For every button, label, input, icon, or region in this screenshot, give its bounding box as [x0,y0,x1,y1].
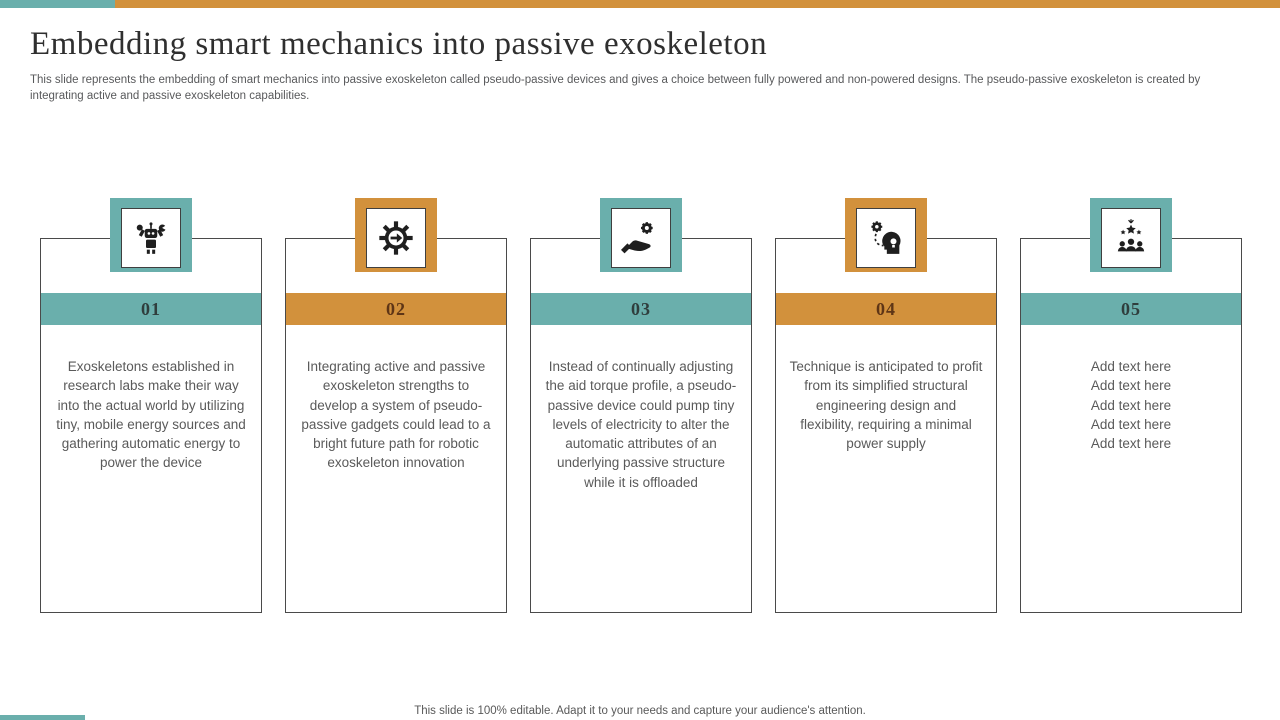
column-05-card: 05 Add text here Add text here Add text … [1020,238,1242,613]
column-03-number-band: 03 [531,293,751,325]
column-03-icon-box [611,208,671,268]
column-02: 02 Integrating active and passive exoske… [285,198,507,613]
gear-arrow-icon [379,221,413,255]
column-04-number-band: 04 [776,293,996,325]
column-02-icon-box [366,208,426,268]
column-04: 04 Technique is anticipated to profit fr… [775,198,997,613]
top-accent-teal-segment [0,0,115,8]
column-02-text: Integrating active and passive exoskelet… [301,359,491,471]
column-05: 05 Add text here Add text here Add text … [1020,198,1242,613]
hand-gear-icon [621,222,653,254]
column-01: 01 Exoskeletons established in research … [40,198,262,613]
column-02-card: 02 Integrating active and passive exoske… [285,238,507,613]
column-04-text: Technique is anticipated to profit from … [789,359,983,452]
bottom-accent-strip [0,715,85,720]
column-01-text: Exoskeletons established in research lab… [56,359,246,471]
top-accent-bar [0,0,1280,8]
gear-head-idea-icon [871,221,901,254]
top-accent-orange-segment [115,0,1280,8]
slide-description: This slide represents the embedding of s… [30,74,1201,103]
column-01-icon-box [121,208,181,268]
column-04-card: 04 Technique is anticipated to profit fr… [775,238,997,613]
page-title: Embedding smart mechanics into passive e… [30,26,768,62]
column-02-number-band: 02 [286,293,506,325]
process-columns: 01 Exoskeletons established in research … [40,198,1242,613]
column-01-card: 01 Exoskeletons established in research … [40,238,262,613]
column-03: 03 Instead of continually adjusting the … [530,198,752,613]
robot-icon [136,222,166,254]
column-03-text: Instead of continually adjusting the aid… [545,359,737,490]
column-03-card: 03 Instead of continually adjusting the … [530,238,752,613]
column-04-icon-box [856,208,916,268]
column-05-text: Add text here Add text here Add text her… [1090,359,1172,452]
team-star-icon [1117,219,1145,252]
slide-footer-note: This slide is 100% editable. Adapt it to… [414,705,866,717]
column-05-icon-box [1101,208,1161,268]
column-05-number-band: 05 [1021,293,1241,325]
column-01-number-band: 01 [41,293,261,325]
